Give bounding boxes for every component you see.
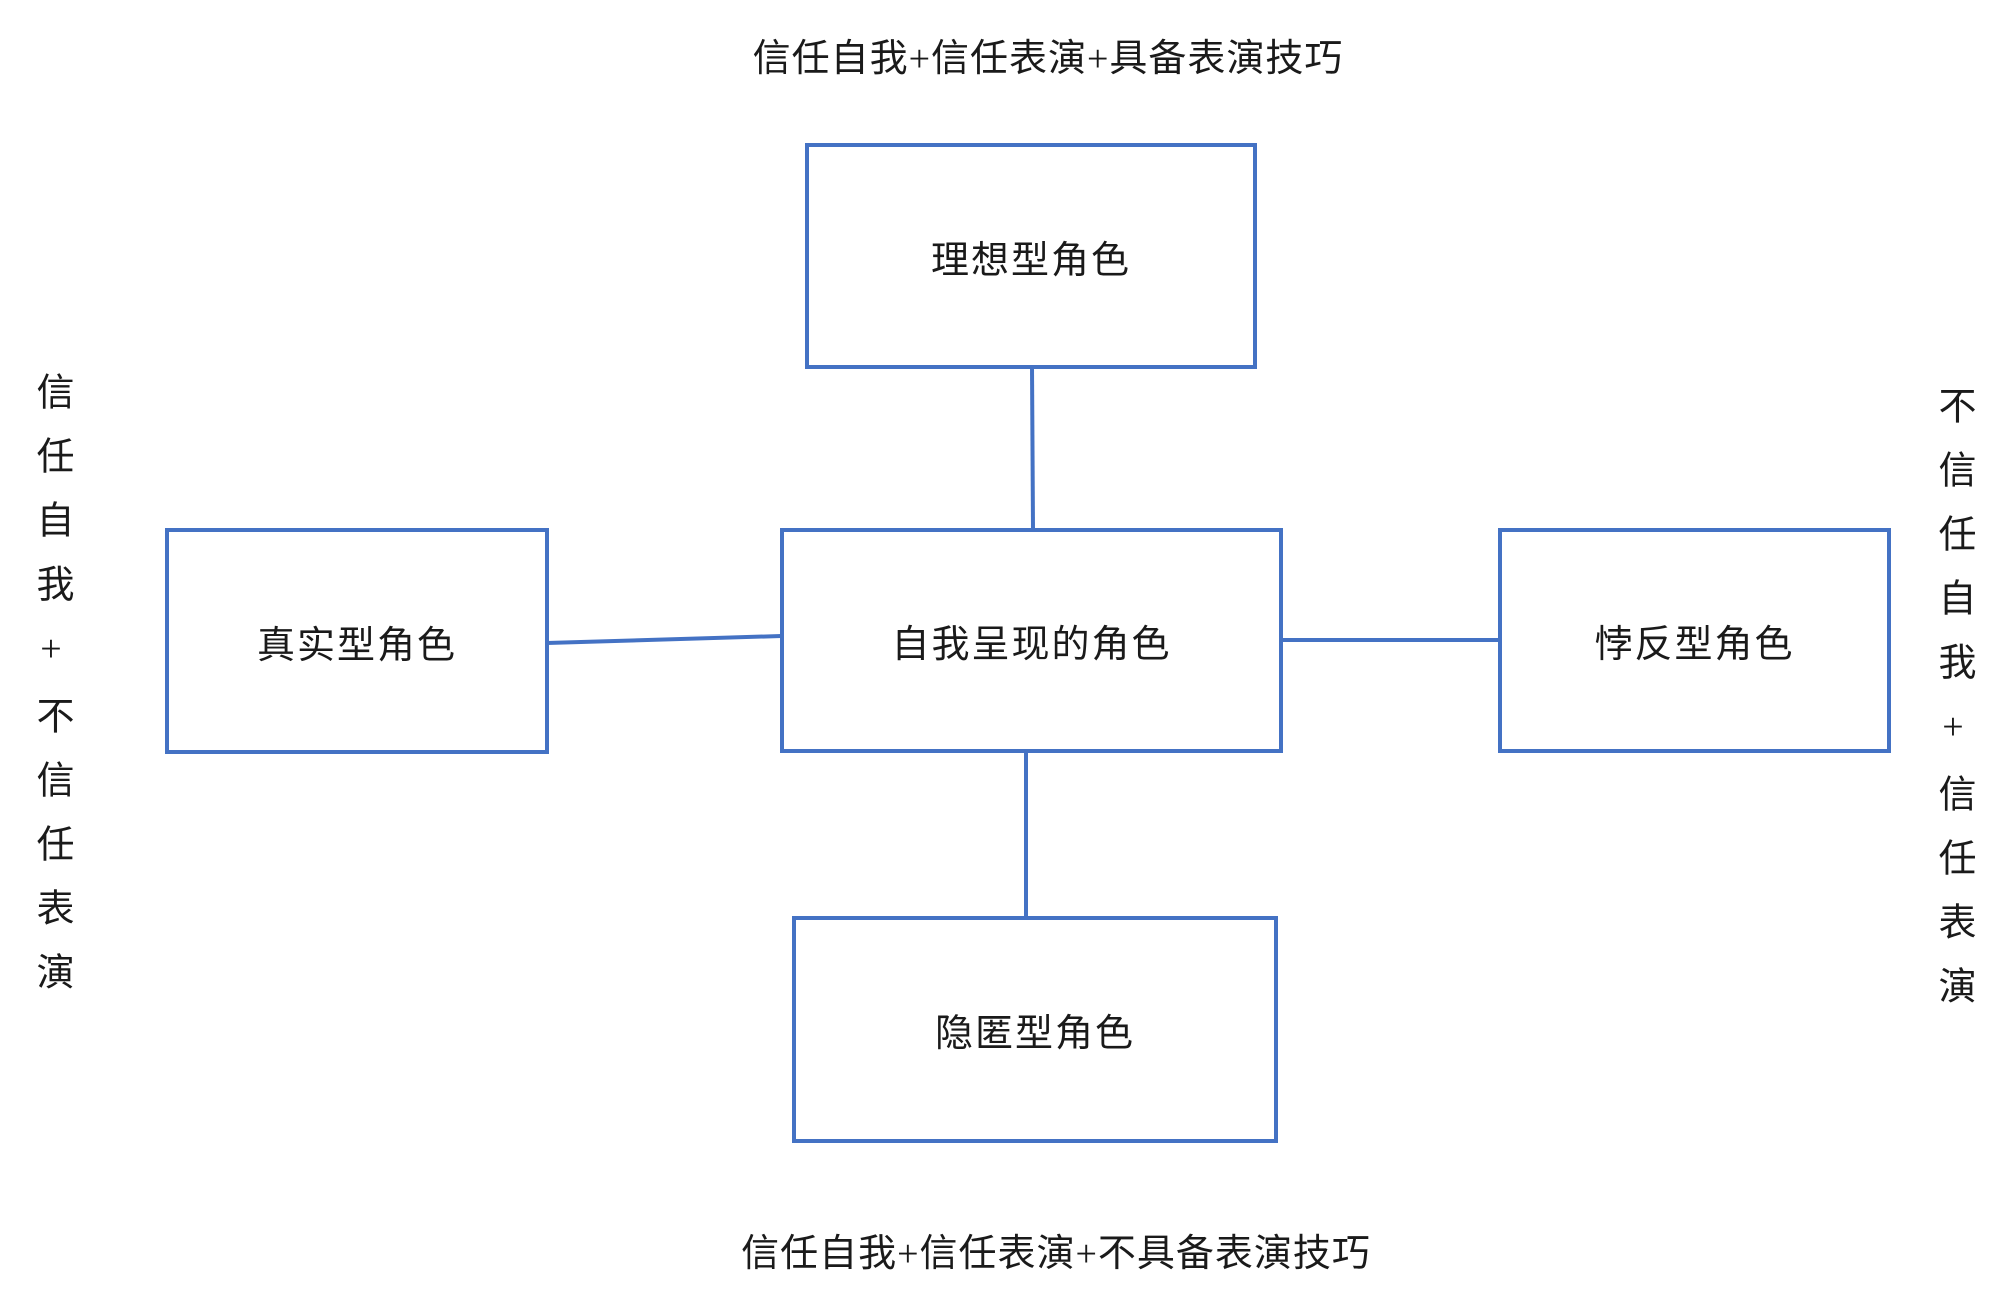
node-real-role-label: 真实型角色: [256, 624, 457, 667]
caption-top: 信任自我+信任表演+具备表演技巧: [752, 38, 1344, 80]
node-self-presented-role-label: 自我呈现的角色: [891, 624, 1172, 666]
connector-top-to-center: [1030, 366, 1035, 530]
node-hidden-role: 隐匿型角色: [792, 916, 1278, 1143]
caption-bottom: 信任自我+信任表演+不具备表演技巧: [741, 1233, 1371, 1275]
caption-right: 不信任自我+信任表演: [1932, 386, 1974, 1030]
node-contrary-role-label: 悖反型角色: [1594, 624, 1795, 666]
node-real-role: 真实型角色: [165, 528, 549, 754]
node-ideal-role: 理想型角色: [805, 143, 1257, 369]
node-hidden-role-label: 隐匿型角色: [934, 1013, 1135, 1055]
node-ideal-role-label: 理想型角色: [930, 239, 1131, 282]
caption-left: 信任自我+不信任表演: [30, 372, 72, 1016]
node-contrary-role: 悖反型角色: [1498, 528, 1891, 753]
connector-left-to-center: [546, 634, 782, 645]
node-self-presented-role: 自我呈现的角色: [780, 528, 1283, 753]
